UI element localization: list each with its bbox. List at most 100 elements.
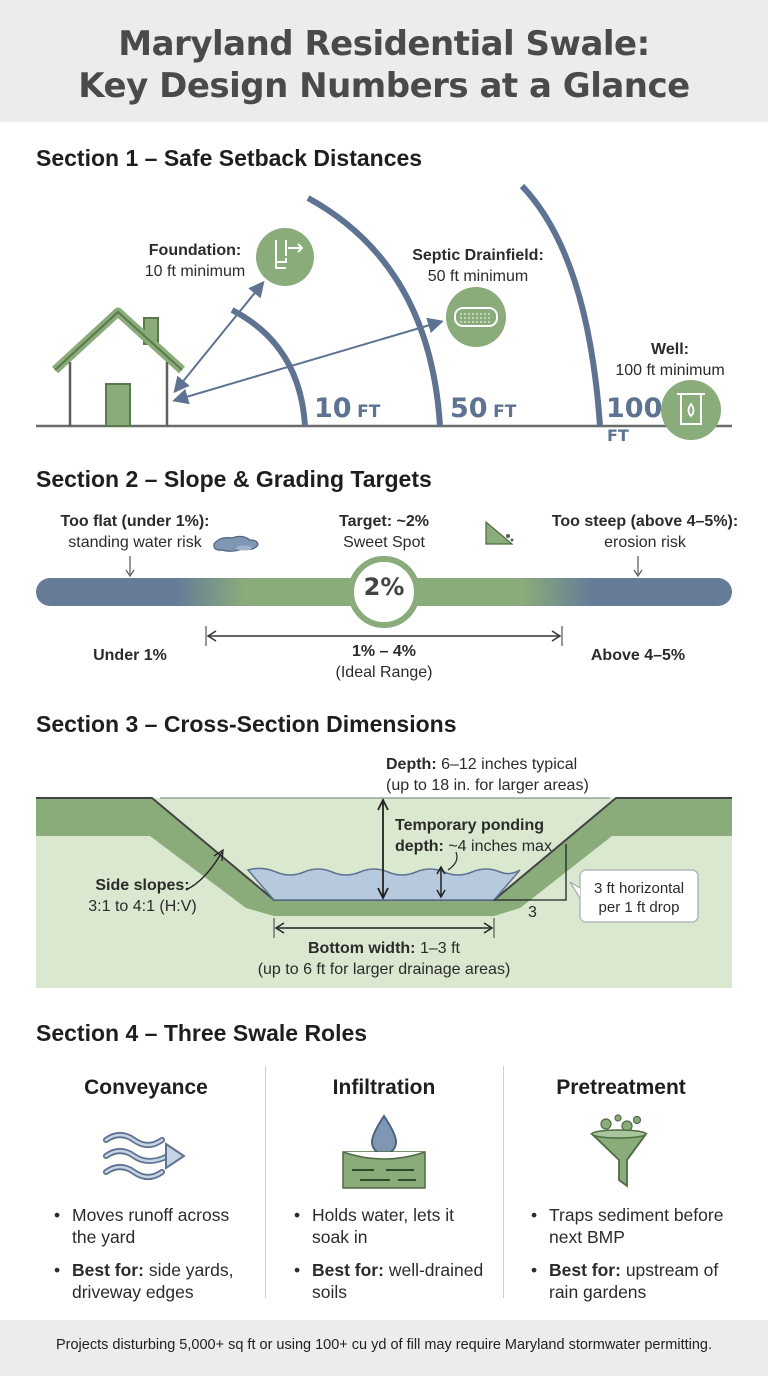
arrow-septic bbox=[172, 317, 444, 405]
bullet-conveyance-2-value: side yards, driveway edges bbox=[72, 1260, 234, 1302]
bottom-width-label: Bottom width: 1–3 ft (up to 6 ft for lar… bbox=[234, 938, 534, 980]
well-icon bbox=[661, 380, 721, 440]
bullet-pretreatment-2-label: Best for: bbox=[549, 1260, 621, 1280]
page-title-line2: Key Design Numbers at a Glance bbox=[78, 66, 690, 106]
bullet-conveyance-1: Moves runoff across the yard bbox=[54, 1204, 254, 1248]
funnel-icon bbox=[589, 1114, 648, 1188]
foundation-label: Foundation: 10 ft minimum bbox=[120, 240, 270, 282]
ratio-number: 3 bbox=[528, 904, 537, 921]
target-label: Target: ~2% Sweet Spot bbox=[300, 511, 468, 553]
well-label-value: 100 ft minimum bbox=[615, 362, 725, 379]
ideal-range-label: 1% – 4% (Ideal Range) bbox=[300, 641, 468, 683]
ponding-water bbox=[246, 867, 521, 901]
slope-ratio-triangle bbox=[494, 844, 567, 901]
ponding-label: Temporary ponding depth: ~4 inches max bbox=[395, 815, 565, 857]
section4-title: Section 4 – Three Swale Roles bbox=[36, 1020, 368, 1046]
mark-10ft: 10 FT bbox=[314, 393, 380, 424]
slope-badge-ring bbox=[348, 556, 420, 628]
bullet-pretreatment-1: Traps sediment before next BMP bbox=[531, 1204, 736, 1248]
septic-label: Septic Drainfield: 50 ft minimum bbox=[396, 245, 560, 287]
footer-note: Projects disturbing 5,000+ sq ft or usin… bbox=[0, 1320, 768, 1376]
water-drop-soil-icon bbox=[342, 1114, 426, 1189]
mark-50ft-unit: FT bbox=[493, 402, 517, 422]
ratio-note: 3 ft horizontal per 1 ft drop bbox=[580, 879, 698, 917]
bullet-conveyance-2: Best for: side yards, driveway edges bbox=[54, 1259, 254, 1303]
page-title-line1: Maryland Residential Swale: bbox=[118, 24, 650, 64]
section1-title: Section 1 – Safe Setback Distances bbox=[36, 145, 423, 171]
role-bullets-conveyance: Moves runoff across the yard Best for: s… bbox=[54, 1204, 254, 1314]
grass-band bbox=[36, 798, 732, 916]
ratio-note-line2: per 1 ft drop bbox=[598, 899, 680, 916]
cross-section-diagram bbox=[36, 797, 732, 988]
too-steep-title: Too steep (above 4–5%): bbox=[551, 513, 739, 530]
side-slopes-value: 3:1 to 4:1 (H:V) bbox=[88, 898, 197, 915]
bullet-infiltration-2-label: Best for: bbox=[312, 1260, 384, 1280]
foundation-label-value: 10 ft minimum bbox=[144, 263, 246, 280]
flow-arrows-icon bbox=[103, 1132, 186, 1180]
side-slopes-title: Side slopes: bbox=[95, 877, 190, 894]
role-icons bbox=[103, 1114, 648, 1189]
ponding-label-title2: depth: bbox=[395, 838, 444, 855]
target-title: Target: ~2% bbox=[339, 513, 429, 530]
septic-label-value: 50 ft minimum bbox=[427, 268, 529, 285]
erosion-slope-icon bbox=[485, 520, 514, 545]
bullet-infiltration-2: Best for: well-drained soils bbox=[294, 1259, 494, 1303]
bottom-width-value: 1–3 ft bbox=[419, 940, 460, 957]
well-label: Well: 100 ft minimum bbox=[600, 339, 740, 381]
depth-label-note: (up to 18 in. for larger areas) bbox=[386, 777, 589, 794]
mark-10ft-unit: FT bbox=[357, 402, 381, 422]
puddle-icon bbox=[213, 535, 259, 552]
arc-10ft bbox=[230, 307, 308, 427]
role-bullets-infiltration: Holds water, lets it soak in Best for: w… bbox=[294, 1204, 494, 1314]
slope-scale bbox=[36, 520, 732, 646]
too-steep-label: Too steep (above 4–5%): erosion risk bbox=[530, 511, 760, 553]
septic-pipe-icon bbox=[446, 287, 506, 347]
bullet-infiltration-1: Holds water, lets it soak in bbox=[294, 1204, 494, 1248]
depth-label: Depth: 6–12 inches typical (up to 18 in.… bbox=[386, 754, 646, 796]
too-flat-desc: standing water risk bbox=[68, 534, 202, 551]
slope-badge: 2% bbox=[363, 573, 405, 601]
mark-100ft-num: 100 bbox=[606, 393, 663, 424]
target-desc: Sweet Spot bbox=[343, 534, 425, 551]
setback-diagram bbox=[36, 183, 732, 440]
mark-100ft-unit: FT bbox=[607, 426, 629, 445]
side-slopes-label: Side slopes: 3:1 to 4:1 (H:V) bbox=[70, 875, 215, 917]
too-steep-desc: erosion risk bbox=[604, 534, 686, 551]
bullet-infiltration-2-value: well-drained soils bbox=[312, 1260, 484, 1302]
foundation-label-title: Foundation: bbox=[148, 242, 242, 259]
ponding-label-value: ~4 inches max bbox=[448, 838, 552, 855]
bullet-pretreatment-2: Best for: upstream of rain gardens bbox=[531, 1259, 736, 1303]
under-label: Under 1% bbox=[93, 647, 167, 664]
above-label: Above 4–5% bbox=[590, 647, 686, 664]
too-flat-title: Too flat (under 1%): bbox=[60, 513, 210, 530]
section3-title: Section 3 – Cross-Section Dimensions bbox=[36, 711, 457, 737]
page-header: Maryland Residential Swale: Key Design N… bbox=[0, 0, 768, 122]
mark-50ft: 50 FT bbox=[450, 393, 516, 424]
mark-50ft-num: 50 bbox=[450, 393, 488, 424]
bottom-width-note: (up to 6 ft for larger drainage areas) bbox=[257, 961, 511, 978]
role-title-pretreatment: Pretreatment bbox=[556, 1076, 686, 1099]
foundation-wall-icon bbox=[256, 228, 314, 286]
role-divider-1 bbox=[265, 1066, 266, 1298]
role-bullets-pretreatment: Traps sediment before next BMP Best for:… bbox=[531, 1204, 736, 1314]
depth-label-value: 6–12 inches typical bbox=[441, 756, 578, 773]
arc-50ft bbox=[306, 195, 443, 427]
ponding-label-title: Temporary ponding bbox=[395, 817, 545, 834]
arrow-foundation bbox=[173, 280, 265, 394]
ideal-range-caption: (Ideal Range) bbox=[335, 664, 433, 681]
bullet-conveyance-2-label: Best for: bbox=[72, 1260, 144, 1280]
well-label-title: Well: bbox=[651, 341, 689, 358]
ideal-range-value: 1% – 4% bbox=[351, 643, 417, 660]
too-flat-label: Too flat (under 1%): standing water risk bbox=[30, 511, 240, 553]
depth-label-title: Depth: bbox=[386, 756, 437, 773]
septic-label-title: Septic Drainfield: bbox=[412, 247, 544, 264]
arc-100ft bbox=[519, 183, 603, 427]
section2-title: Section 2 – Slope & Grading Targets bbox=[36, 466, 432, 492]
mark-10ft-num: 10 bbox=[314, 393, 352, 424]
ratio-note-line1: 3 ft horizontal bbox=[593, 880, 685, 897]
bullet-pretreatment-2-value: upstream of rain gardens bbox=[549, 1260, 719, 1302]
role-title-conveyance: Conveyance bbox=[84, 1076, 208, 1099]
role-title-infiltration: Infiltration bbox=[332, 1076, 436, 1099]
role-divider-2 bbox=[503, 1066, 504, 1298]
house-icon bbox=[51, 307, 186, 427]
